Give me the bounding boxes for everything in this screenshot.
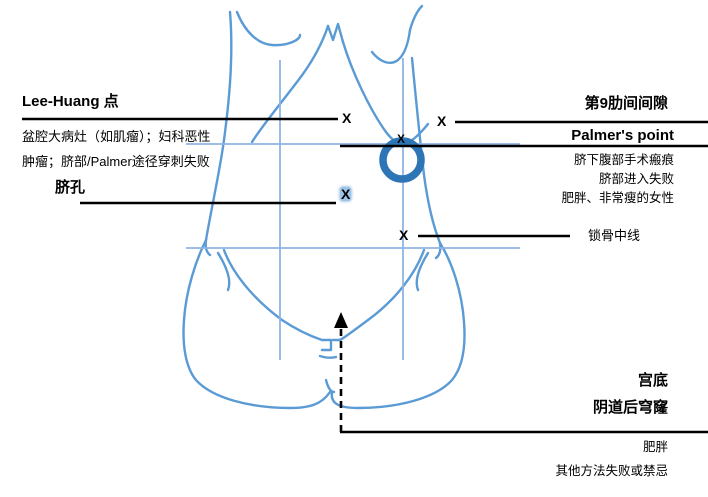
label-lee-huang-detail-2: 肿瘤；脐部/Palmer途径穿刺失败 [22, 154, 210, 169]
label-umbilicus-heading: 脐孔 [55, 179, 86, 196]
marker-x-lee-huang: X [342, 110, 352, 126]
right-breast-curve [370, 28, 412, 64]
label-fundus-heading: 宫底 [637, 372, 668, 389]
leader-lines [22, 117, 708, 434]
label-ninth-intercostal-heading: 第9肋间间隙 [584, 95, 668, 112]
left-inguinal-fold [222, 248, 324, 342]
label-palmer-detail-1: 脐下腹部手术瘢痕 [573, 153, 674, 167]
label-lee-huang-detail-1: 盆腔大病灶（如肌瘤）；妇科恶性 [22, 129, 211, 144]
right-torso-upper [408, 4, 424, 32]
left-breast-curve [235, 10, 302, 47]
marker-x-navel-top: X [397, 132, 406, 146]
left-costal-margin [250, 24, 330, 144]
right-hip-outline [330, 241, 466, 410]
right-costal-margin [341, 40, 405, 147]
right-hip-crest [415, 251, 430, 292]
left-hip-outline [182, 238, 332, 410]
body-outline [182, 4, 466, 410]
pubic-cleft-left [318, 354, 338, 359]
right-torso-contour [410, 56, 442, 245]
mons-pubis [320, 338, 333, 352]
label-palmer-detail-2: 脐部进入失败 [598, 172, 674, 186]
left-torso-contour [204, 10, 233, 242]
label-palmer-detail-3: 肥胖、非常瘦的女性 [561, 191, 674, 205]
marker-x-ninth-intercostal: X [437, 113, 447, 129]
label-lee-huang-heading: Lee-Huang 点 [22, 93, 119, 110]
arrow-head [334, 312, 348, 328]
label-posterior-fornix-heading: 阴道后穹窿 [592, 399, 668, 416]
left-hip-notch [204, 238, 212, 257]
marker-x-umbilicus: X [340, 186, 352, 202]
xiphoid-notch [326, 22, 345, 44]
right-inguinal-fold [338, 248, 426, 342]
label-midclavicular-heading: 锁骨中线 [588, 228, 641, 243]
right-hip-notch [434, 241, 442, 260]
left-hip-crest [216, 251, 231, 292]
posterior-fornix-arrow [334, 312, 348, 432]
guide-lines [186, 58, 520, 360]
marker-x-midclavicular: X [399, 227, 409, 243]
perineum-curve [324, 378, 336, 394]
label-posterior-fornix-detail-1: 肥胖 [642, 440, 668, 454]
navel-ring [379, 137, 425, 183]
label-posterior-fornix-detail-2: 其他方法失败或禁忌 [555, 464, 668, 478]
label-palmer-heading: Palmer's point [571, 127, 674, 144]
